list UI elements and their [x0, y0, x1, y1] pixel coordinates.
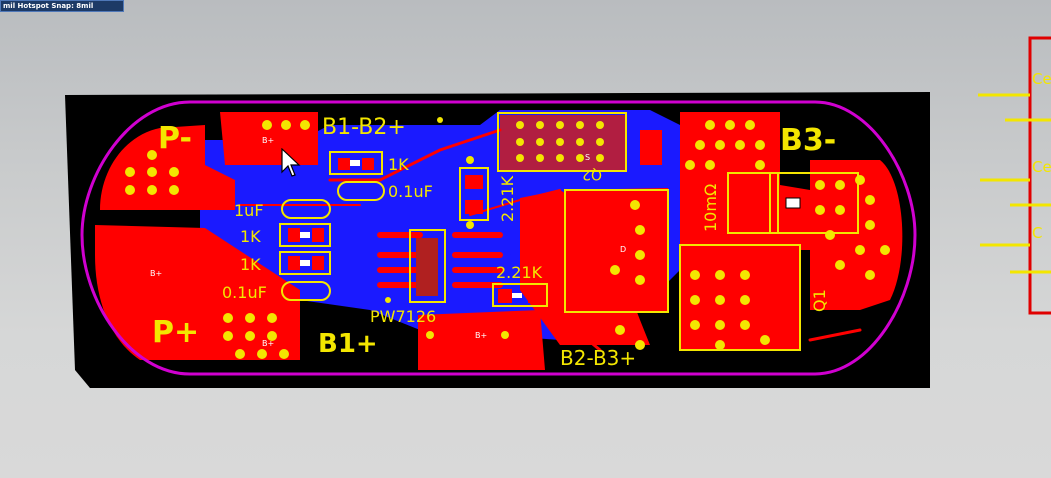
- svg-text:B+: B+: [150, 269, 162, 278]
- silkscreen-labels: P- P+ B1-B2+ B1+ B2-B3+ B3- PW7126 1K 0.…: [152, 115, 836, 370]
- label-q1: Q1: [810, 289, 829, 312]
- right-panel-schematic[interactable]: Ce Ce C: [978, 36, 1051, 315]
- label-pw7126: PW7126: [370, 307, 436, 326]
- right-label-2: Ce: [1032, 158, 1051, 176]
- label-b3-minus: B3-: [780, 123, 836, 158]
- right-label-3: C: [1032, 224, 1042, 242]
- svg-text:S: S: [585, 153, 590, 162]
- label-p-plus: P+: [152, 315, 199, 350]
- svg-text:B+: B+: [262, 339, 274, 348]
- svg-text:D: D: [620, 245, 626, 254]
- label-c-1uf: 1uF: [234, 201, 264, 220]
- board-outline: [80, 100, 917, 376]
- label-p-minus: P-: [158, 121, 192, 156]
- label-r-1k-a: 1K: [240, 227, 261, 246]
- mouse-cursor-icon: [281, 148, 301, 177]
- label-r-1k-top: 1K: [388, 155, 409, 174]
- label-r-10m: 10mΩ: [701, 184, 720, 232]
- label-b1-b2: B1-B2+: [322, 115, 406, 140]
- label-r-1k-b: 1K: [240, 255, 261, 274]
- label-b2-b3: B2-B3+: [560, 346, 636, 370]
- right-label-1: Ce: [1032, 70, 1051, 88]
- hotspot-snap-status: mil Hotspot Snap: 8mil: [0, 0, 124, 12]
- label-q2: Q2: [582, 166, 602, 182]
- label-r-221k-v: 2.21K: [498, 175, 517, 222]
- top-copper-layer: [95, 112, 903, 370]
- silkscreen-outlines: [279, 112, 859, 351]
- label-b1-plus: B1+: [318, 329, 378, 359]
- label-c-01uf-b: 0.1uF: [222, 283, 267, 302]
- smd-parts: [288, 158, 801, 303]
- pad-labels: B+ B+ B+ B+ S D: [150, 136, 626, 348]
- label-r-221k-h: 2.21K: [496, 263, 543, 282]
- via-holes: [125, 117, 890, 359]
- label-c-01uf-top: 0.1uF: [388, 182, 433, 201]
- svg-text:B+: B+: [475, 331, 487, 340]
- svg-text:B+: B+: [262, 136, 274, 145]
